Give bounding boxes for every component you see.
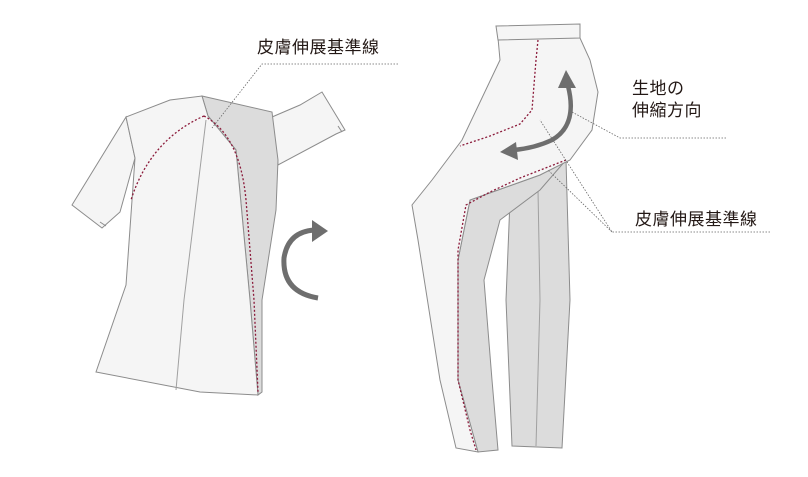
pants-waistband (495, 23, 581, 41)
label-fabric-stretch-line1: 生地の (632, 79, 685, 99)
pants-back-leg (505, 159, 571, 449)
shirt-right-sleeve (271, 91, 346, 166)
label-fabric-stretch-line2: 伸縮方向 (632, 101, 702, 121)
leader-line-top (211, 63, 398, 129)
shirt-center-seam (175, 119, 207, 391)
double-arrow-icon (500, 70, 576, 160)
pants-reference-line-side (457, 159, 567, 451)
pants-reference-line-vertical (459, 39, 539, 147)
leader-line-stretch (571, 111, 726, 139)
shirt-reference-line-right (203, 115, 259, 393)
shirt-reference-line-left (130, 115, 205, 201)
rotate-arrow-icon (281, 220, 328, 301)
pants-illustration (411, 23, 770, 453)
shirt-left-sleeve (71, 115, 136, 229)
label-skin-stretch-reference-top: 皮膚伸展基準線 (257, 38, 380, 58)
shirt-illustration (71, 63, 398, 396)
label-skin-stretch-reference-right: 皮膚伸展基準線 (635, 210, 758, 230)
label-fabric-stretch-direction: 生地の 伸縮方向 (632, 78, 702, 122)
pants-back-leg-seam (535, 189, 541, 447)
leader-line-right-a (539, 119, 770, 233)
shirt-front-body (95, 95, 259, 396)
sleeve-cuff-stitch (99, 125, 343, 227)
